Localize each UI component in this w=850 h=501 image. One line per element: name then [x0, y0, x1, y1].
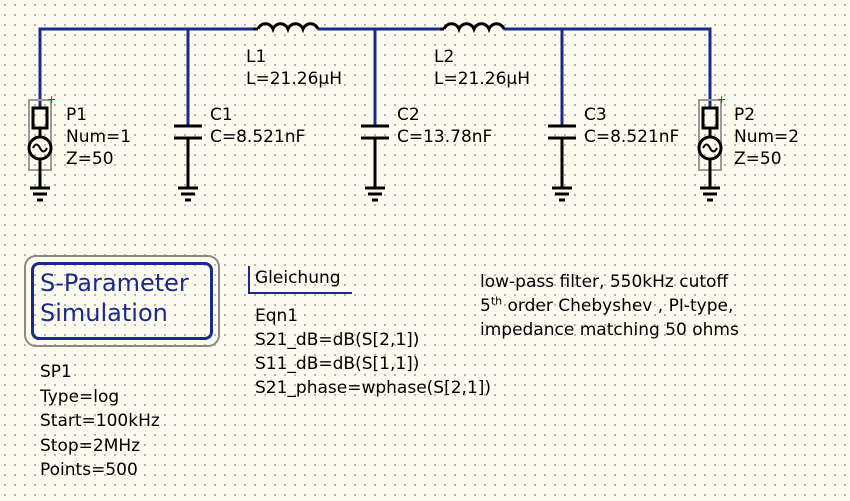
port-p1[interactable]: +	[27, 93, 56, 188]
equation-properties: Eqn1 S21_dB=dB(S[2,1]) S11_dB=dB(S[1,1])…	[255, 304, 491, 400]
l2-properties: L2 L=21.26µH	[434, 46, 530, 90]
p2-num: Num=2	[734, 127, 800, 147]
l2-name: L2	[434, 47, 455, 67]
p2-name: P2	[734, 105, 756, 125]
description-line3: impedance matching 50 ohms	[480, 320, 739, 340]
c2-properties: C2 C=13.78nF	[397, 104, 492, 148]
description-line1: low-pass filter, 550kHz cutoff	[480, 272, 729, 292]
ground-icon	[365, 186, 385, 202]
capacitor-c2[interactable]	[361, 124, 389, 188]
l1-name: L1	[246, 47, 267, 67]
ground-icon	[552, 186, 572, 202]
description-type: order Chebyshev , PI-type,	[502, 296, 734, 316]
simulation-properties: SP1 Type=log Start=100kHz Stop=2MHz Poin…	[40, 360, 160, 483]
c1-value: C=8.521nF	[210, 127, 306, 147]
inductor-l2[interactable]	[440, 22, 506, 34]
ground-icon	[30, 186, 50, 202]
simulation-stop: Stop=2MHz	[40, 435, 141, 456]
capacitor-c1[interactable]	[174, 124, 202, 188]
l2-value: L=21.26µH	[434, 69, 530, 89]
l1-properties: L1 L=21.26µH	[246, 46, 342, 90]
c3-value: C=8.521nF	[584, 127, 680, 147]
port-p2[interactable]: +	[697, 93, 726, 188]
p2-properties: P2 Num=2 Z=50	[734, 104, 799, 170]
c2-value: C=13.78nF	[397, 127, 493, 147]
equation-line: S21_dB=dB(S[2,1])	[255, 330, 420, 350]
p1-impedance: Z=50	[66, 149, 114, 169]
c1-properties: C1 C=8.521nF	[210, 104, 305, 148]
plus-icon: +	[717, 93, 726, 106]
capacitor-c3[interactable]	[548, 124, 576, 188]
simulation-name: SP1	[40, 362, 72, 382]
simulation-start: Start=100kHz	[40, 411, 160, 431]
l1-value: L=21.26µH	[246, 69, 342, 89]
simulation-type: Type=log	[40, 386, 120, 407]
simulation-points: Points=500	[40, 460, 138, 480]
equation-line: S21_phase=wphase(S[2,1])	[255, 378, 492, 398]
c2-name: C2	[397, 105, 420, 125]
p2-impedance: Z=50	[734, 149, 782, 169]
equation-name: Eqn1	[255, 306, 299, 326]
p1-num: Num=1	[66, 127, 132, 147]
p1-name: P1	[66, 105, 88, 125]
ground-icon	[178, 186, 198, 202]
inductor-l1[interactable]	[253, 22, 320, 34]
simulation-title: S-Parameter Simulation	[31, 262, 213, 340]
p1-properties: P1 Num=1 Z=50	[66, 104, 131, 170]
description-order: 5	[480, 296, 491, 316]
description-text: low-pass filter, 550kHz cutoff 5th order…	[480, 270, 739, 342]
simulation-title-line2: Simulation	[40, 299, 168, 327]
ground-icon	[700, 186, 720, 202]
c1-name: C1	[210, 105, 233, 125]
equation-line: S11_dB=dB(S[1,1])	[255, 354, 420, 374]
c3-name: C3	[584, 105, 607, 125]
c3-properties: C3 C=8.521nF	[584, 104, 679, 148]
description-order-suffix: th	[490, 294, 503, 308]
wires	[38, 27, 712, 128]
sparameter-simulation-block[interactable]: S-Parameter Simulation	[24, 255, 220, 347]
simulation-title-line1: S-Parameter	[40, 269, 189, 297]
plus-icon: +	[47, 93, 56, 106]
equation-header[interactable]: Gleichung	[248, 266, 352, 294]
description-line2: 5th order Chebyshev , PI-type,	[480, 294, 739, 318]
